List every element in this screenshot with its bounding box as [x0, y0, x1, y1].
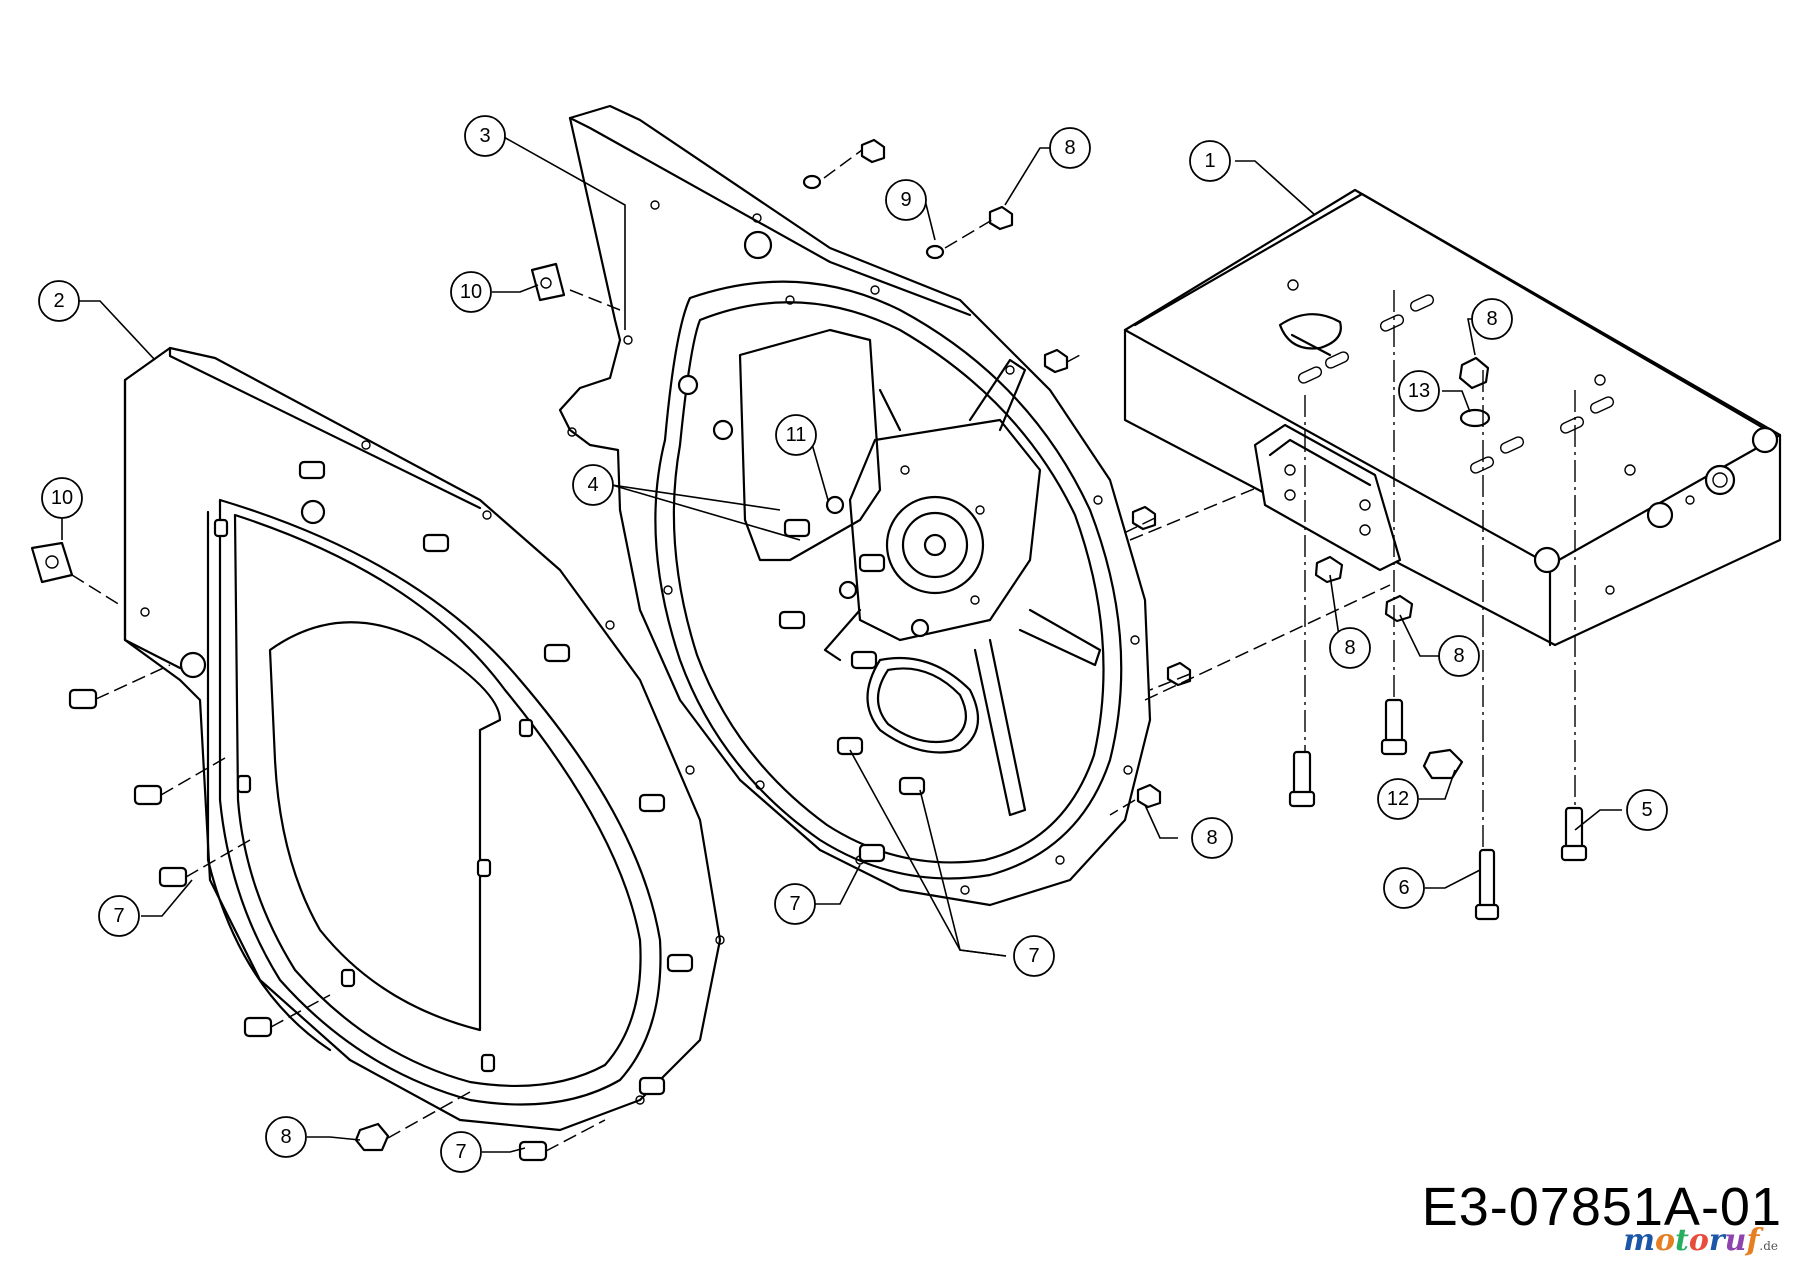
- callout-7-middle: 7: [774, 883, 816, 925]
- watermark-letter: f: [1746, 1223, 1760, 1258]
- svg-text:8: 8: [1453, 645, 1464, 667]
- spring-clip-top-part-10: [530, 262, 566, 302]
- housing-cover-part-2: [123, 346, 725, 1132]
- drawing-reference-code: E3-07851A-01: [1421, 1177, 1782, 1237]
- watermark-letter: m: [1623, 1223, 1655, 1258]
- watermark-letter: o: [1654, 1223, 1675, 1258]
- callout-8-top: 8: [1049, 127, 1091, 169]
- svg-text:2: 2: [53, 290, 64, 312]
- callout-8-bottom: 8: [265, 1116, 307, 1158]
- svg-text:10: 10: [460, 281, 482, 303]
- spring-clip-left-part-10: [30, 541, 121, 606]
- svg-text:11: 11: [786, 424, 807, 446]
- callout-3: 3: [464, 115, 506, 157]
- svg-text:9: 9: [900, 189, 911, 211]
- callout-8-bracket-left: 8: [1329, 627, 1371, 669]
- svg-text:13: 13: [1408, 380, 1430, 402]
- svg-text:10: 10: [51, 487, 73, 509]
- housing-hardware: [569, 138, 1391, 863]
- svg-text:8: 8: [1064, 137, 1075, 159]
- callout-7-bottom: 7: [440, 1131, 482, 1173]
- callout-10-top: 10: [450, 271, 492, 313]
- svg-text:7: 7: [789, 893, 800, 915]
- callout-6: 6: [1383, 867, 1425, 909]
- svg-text:8: 8: [1206, 827, 1217, 849]
- callout-4: 4: [572, 464, 614, 506]
- svg-text:3: 3: [479, 125, 490, 147]
- callout-8-bracket-right: 8: [1438, 635, 1480, 677]
- callout-2: 2: [38, 280, 80, 322]
- gear-housing-part-1: [1123, 188, 1782, 647]
- callout-9: 9: [885, 179, 927, 221]
- watermark-letter: u: [1724, 1223, 1747, 1258]
- gear-housing-hardware: [1288, 290, 1588, 921]
- motoruf-watermark-logo: motoruf.de: [1623, 1223, 1778, 1258]
- svg-text:5: 5: [1641, 799, 1652, 821]
- svg-text:7: 7: [455, 1141, 466, 1163]
- svg-text:1: 1: [1204, 150, 1215, 172]
- watermark-letter: t: [1674, 1223, 1689, 1258]
- svg-text:8: 8: [1486, 308, 1497, 330]
- callout-13: 13: [1398, 370, 1440, 412]
- callout-11: 11: [775, 414, 817, 456]
- callout-7-right: 7: [1013, 935, 1055, 977]
- housing-plate-part-3: [558, 104, 1152, 907]
- watermark-letter: o: [1688, 1223, 1709, 1258]
- cover-bolts: [68, 460, 694, 1162]
- svg-text:8: 8: [280, 1126, 291, 1148]
- svg-text:7: 7: [113, 905, 124, 927]
- callout-1: 1: [1189, 140, 1231, 182]
- callout-10-left: 10: [41, 477, 83, 519]
- svg-text:4: 4: [587, 474, 598, 496]
- callout-7-left: 7: [98, 895, 140, 937]
- svg-text:7: 7: [1028, 945, 1039, 967]
- watermark-letter: r: [1708, 1223, 1725, 1258]
- svg-text:6: 6: [1398, 877, 1409, 899]
- svg-text:8: 8: [1344, 637, 1355, 659]
- watermark-tld: .de: [1759, 1239, 1778, 1253]
- callout-5: 5: [1626, 789, 1668, 831]
- callout-12: 12: [1377, 778, 1419, 820]
- callout-8-gearbox-top: 8: [1471, 298, 1513, 340]
- svg-text:12: 12: [1387, 788, 1409, 810]
- callout-8-housing-edge: 8: [1191, 817, 1233, 859]
